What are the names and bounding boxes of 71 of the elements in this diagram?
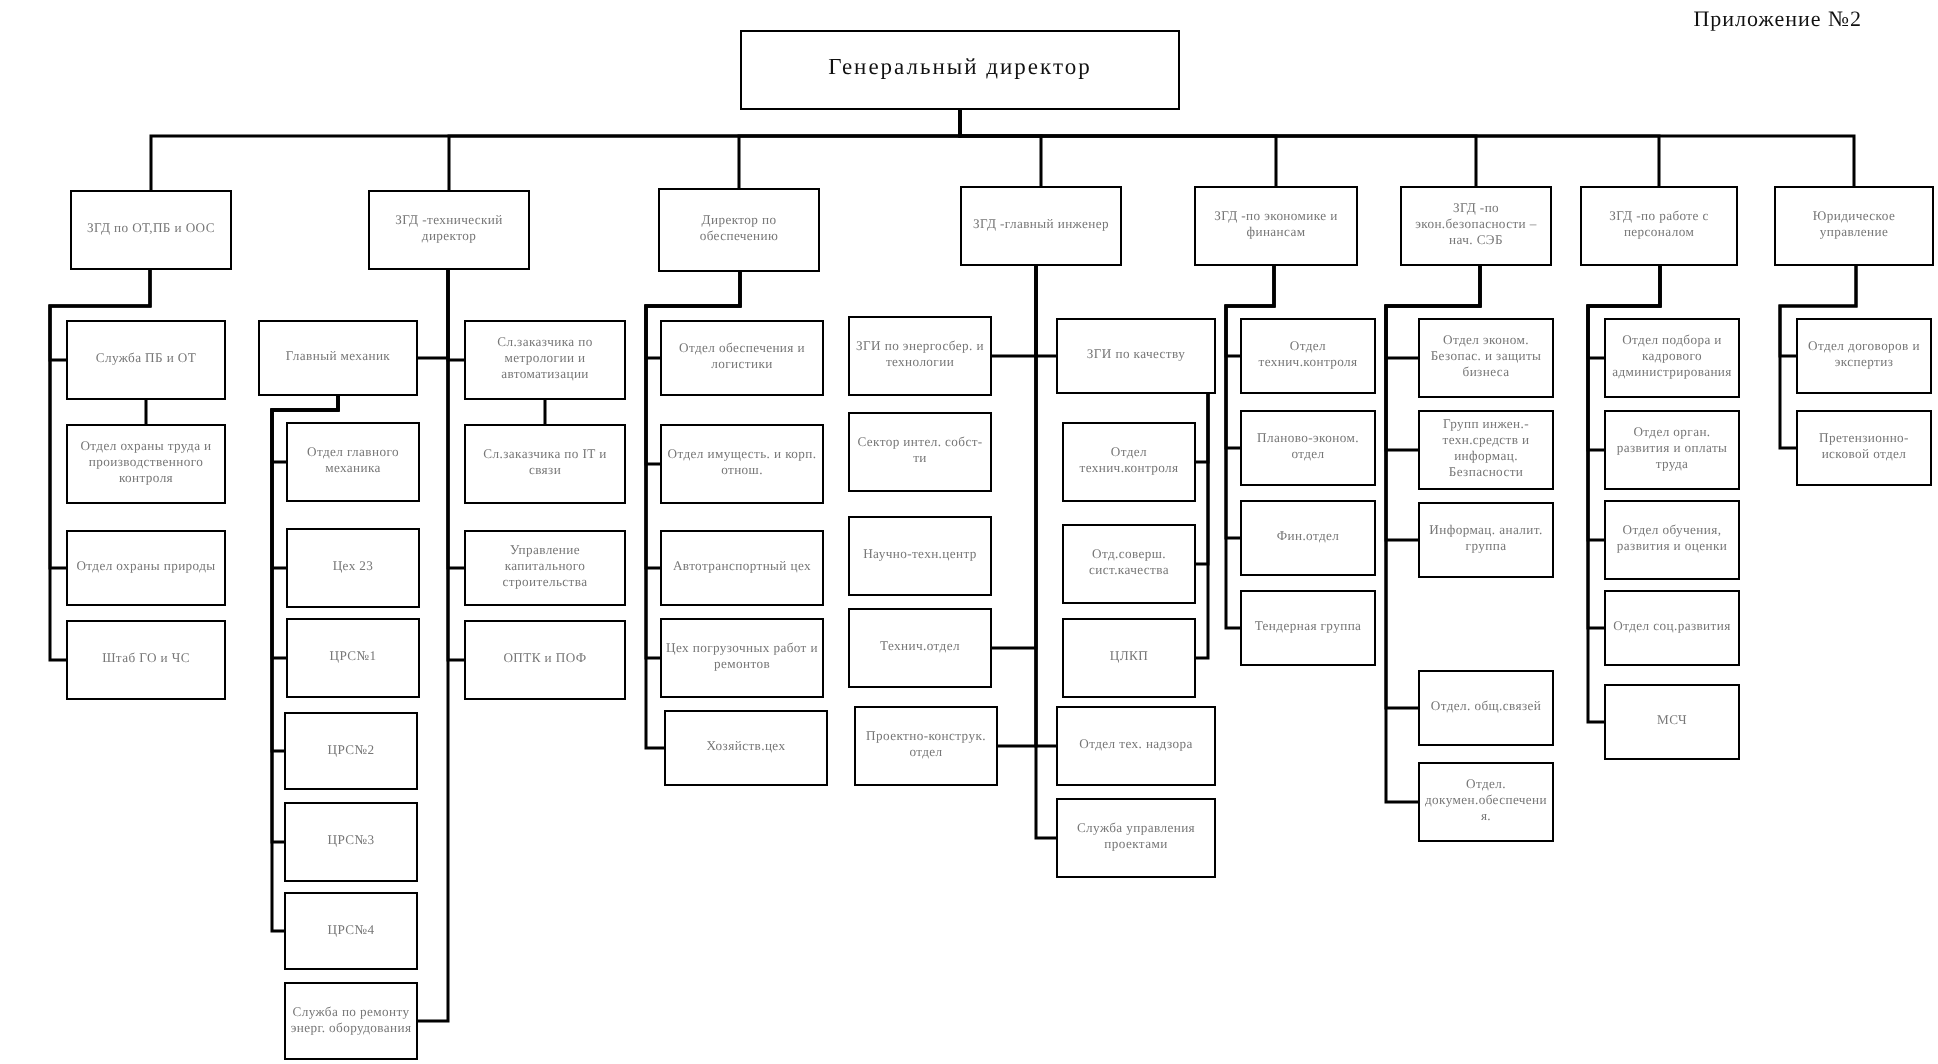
connector-line	[48, 270, 152, 662]
connector-line	[1384, 266, 1482, 804]
connector-line	[1586, 266, 1662, 724]
department-box	[66, 320, 226, 400]
department-box	[660, 618, 824, 698]
department-box	[1194, 186, 1358, 266]
department-box	[848, 608, 992, 688]
department-box	[854, 706, 998, 786]
department-box	[66, 530, 226, 606]
department-box	[464, 424, 626, 504]
department-box	[1604, 684, 1740, 760]
department-box	[286, 422, 420, 502]
connector-line	[144, 400, 148, 424]
department-box	[848, 412, 992, 492]
department-box	[660, 320, 824, 396]
department-box	[1240, 410, 1376, 486]
department-box	[464, 320, 626, 400]
department-box	[1604, 500, 1740, 580]
department-box	[1240, 318, 1376, 394]
department-box	[1062, 618, 1196, 698]
department-box	[660, 530, 824, 606]
connector-line	[1224, 266, 1276, 630]
department-box	[1418, 762, 1554, 842]
department-box	[1796, 318, 1932, 394]
department-box	[70, 190, 232, 270]
department-box	[1056, 798, 1216, 878]
connector-line	[644, 272, 742, 750]
department-box	[258, 320, 418, 396]
department-box	[1796, 410, 1932, 486]
department-box	[658, 188, 820, 272]
department-box	[66, 620, 226, 700]
department-box	[1240, 500, 1376, 576]
appendix-note: Приложение №2	[1693, 8, 1862, 32]
department-box	[1418, 410, 1554, 490]
connector-line	[1034, 266, 1056, 840]
connector-line	[1196, 394, 1210, 660]
department-box	[284, 892, 418, 970]
department-box	[1062, 422, 1196, 502]
connector-line	[543, 400, 547, 424]
department-box	[1062, 524, 1196, 604]
department-box	[1418, 670, 1554, 746]
department-box	[664, 710, 828, 786]
department-box	[1056, 318, 1216, 394]
department-box	[1604, 318, 1740, 398]
connector-line	[1778, 266, 1858, 450]
department-box	[284, 712, 418, 790]
department-name: Генеральный директор	[828, 54, 1092, 85]
department-box	[1056, 706, 1216, 786]
department-box	[1774, 186, 1934, 266]
department-box	[368, 190, 530, 270]
director-box	[740, 30, 1180, 110]
department-box	[286, 528, 420, 608]
department-box	[960, 186, 1122, 266]
department-box	[66, 424, 226, 504]
department-box	[660, 424, 824, 504]
department-box	[464, 620, 626, 700]
department-box	[848, 516, 992, 596]
department-box	[1418, 318, 1554, 398]
department-box	[1604, 410, 1740, 490]
department-box	[286, 618, 420, 698]
department-box	[848, 316, 992, 396]
connector-line	[270, 396, 340, 933]
department-box	[1604, 590, 1740, 666]
connector-line	[418, 270, 450, 1023]
department-box	[284, 802, 418, 882]
department-box	[284, 982, 418, 1060]
department-box	[1240, 590, 1376, 666]
department-box	[1580, 186, 1738, 266]
department-box	[464, 530, 626, 606]
department-box	[1418, 502, 1554, 578]
department-box	[1400, 186, 1552, 266]
